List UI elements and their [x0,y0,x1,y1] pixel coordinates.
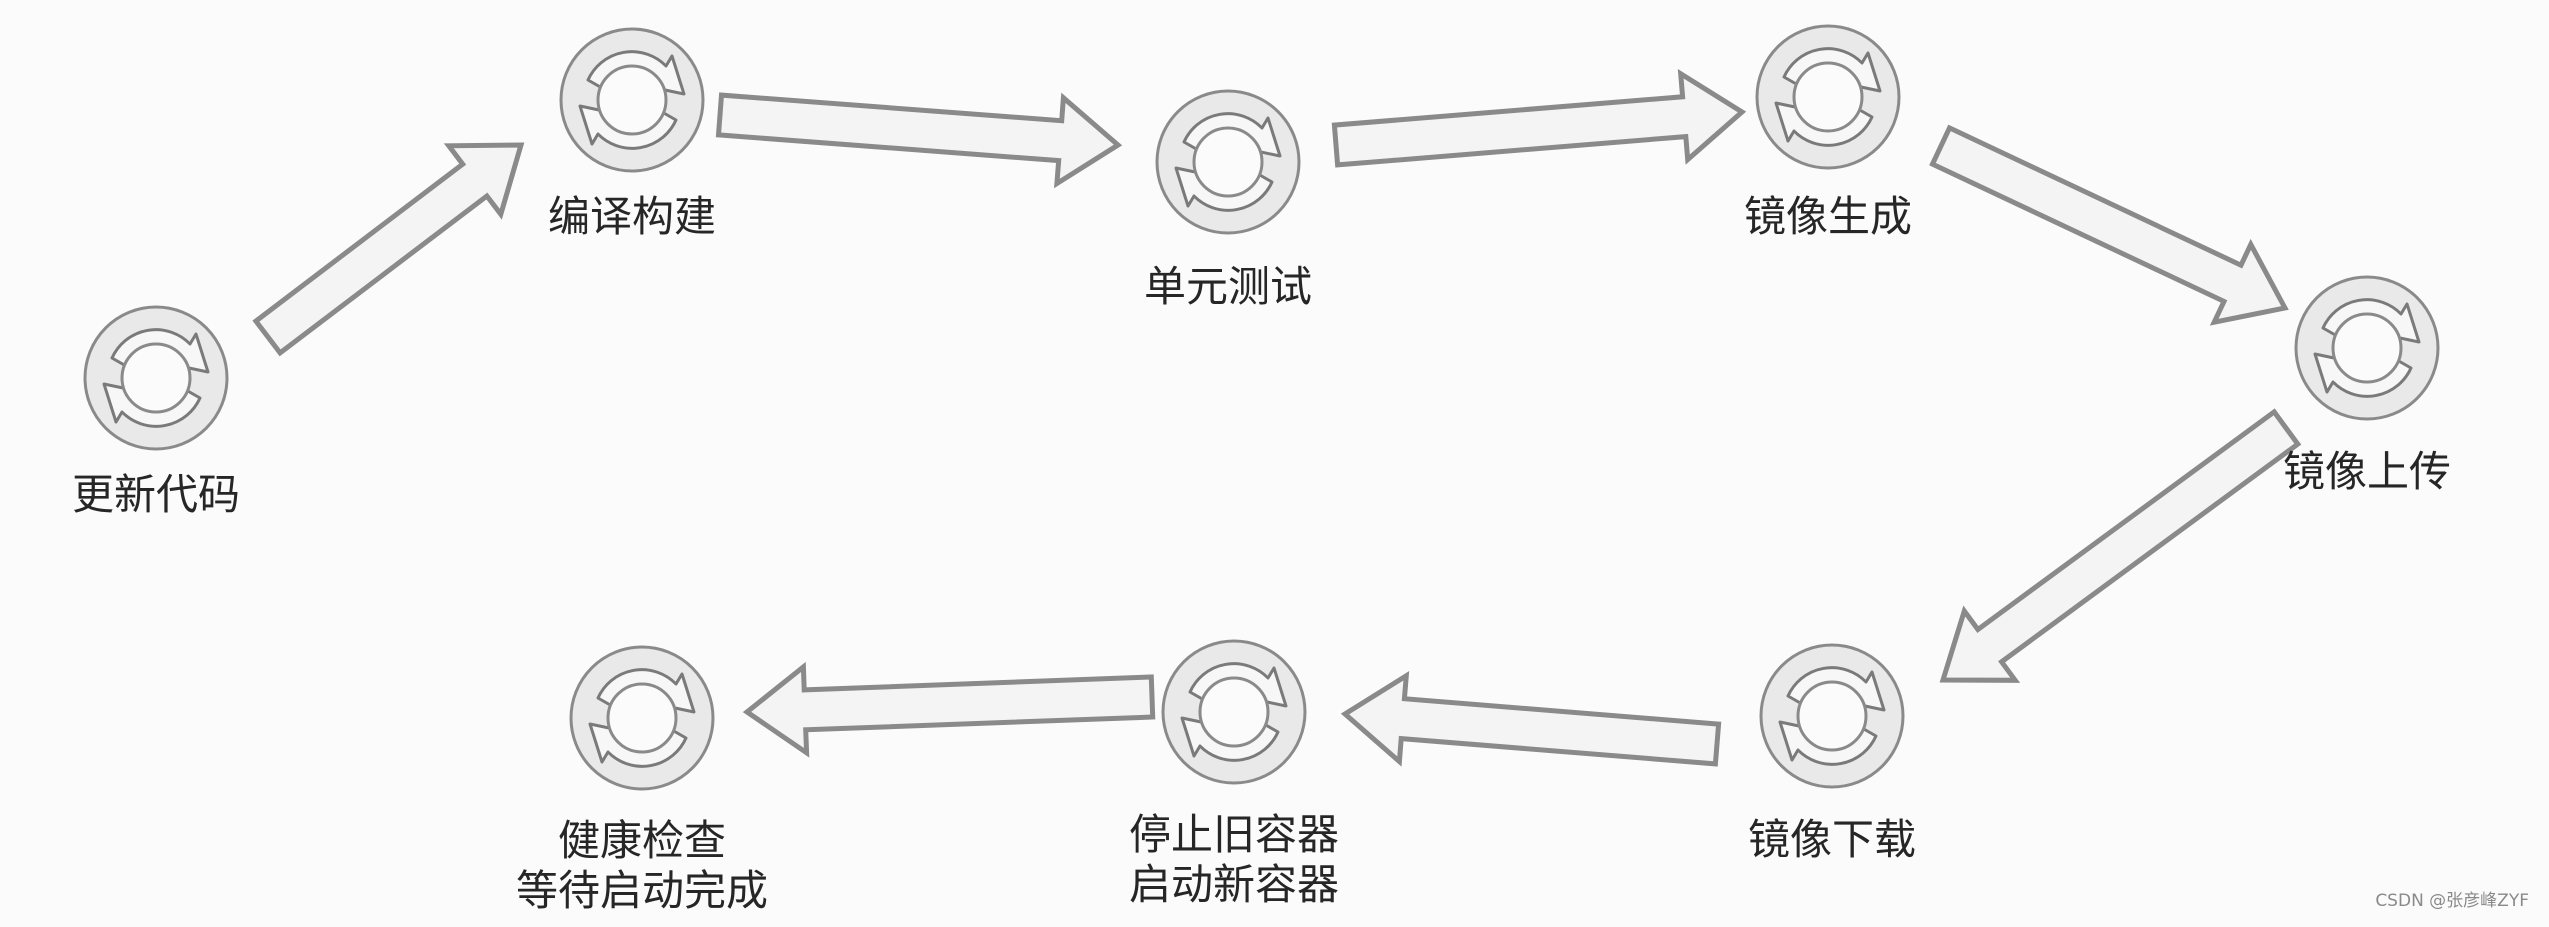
stage-icons [83,24,2440,791]
stage-label-line: 镜像生成 [1743,192,1913,241]
stage-label-line: 等待启动完成 [515,866,769,915]
refresh-cycle-icon [1155,89,1301,235]
flow-arrow-6 [1340,671,1722,767]
flow-arrows [252,69,2302,767]
flow-arrow-2 [715,92,1123,189]
stage-label-line: 镜像下载 [1747,815,1917,864]
stage-label-line: 镜像上传 [2282,447,2452,496]
flow-arrow-4 [1929,124,2289,326]
stage-label-image-pull: 镜像下载 [1748,815,1916,865]
flow-arrow-1 [252,142,525,357]
refresh-cycle-icon [569,645,715,791]
stage-label-line: 单元测试 [1143,262,1313,311]
flow-arrow-7 [742,661,1156,758]
stage-label-restart-container: 停止旧容器启动新容器 [1129,810,1339,910]
stage-label-image-build: 镜像生成 [1744,192,1912,242]
stage-label-update-code: 更新代码 [72,470,240,520]
stage-label-line: 健康检查 [557,816,727,865]
stage-label-health-check: 健康检查等待启动完成 [516,816,768,916]
refresh-cycle-icon [2294,275,2440,421]
refresh-cycle-icon [1759,643,1905,789]
flow-arrow-5 [1939,408,2302,683]
refresh-cycle-icon [83,305,229,451]
stage-label-line: 更新代码 [71,470,241,519]
refresh-cycle-icon [1755,24,1901,170]
flow-arrow-3 [1331,69,1747,168]
stage-label-image-push: 镜像上传 [2283,447,2451,497]
stage-label-line: 停止旧容器 [1128,810,1340,859]
refresh-cycle-icon [559,27,705,173]
stage-label-compile-build: 编译构建 [548,192,716,242]
refresh-cycle-icon [1161,639,1307,785]
stage-label-line: 启动新容器 [1128,860,1340,909]
stage-label-unit-test: 单元测试 [1144,262,1312,312]
stage-label-line: 编译构建 [547,192,717,241]
watermark: CSDN @张彦峰ZYF [2375,891,2529,911]
